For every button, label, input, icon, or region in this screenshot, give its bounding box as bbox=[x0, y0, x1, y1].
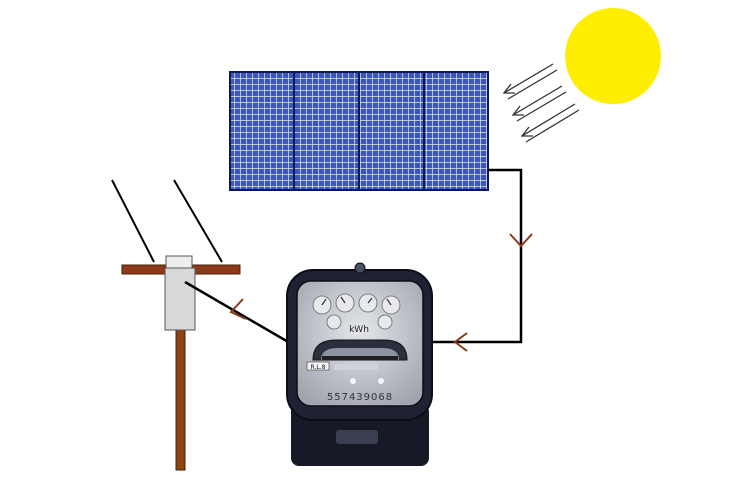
meter-rotor-disc bbox=[322, 356, 398, 360]
panel-to-meter-wire bbox=[432, 168, 523, 344]
pole-shaft bbox=[175, 319, 186, 471]
meter-unit-label: kWh bbox=[349, 325, 369, 335]
overhead-line-2 bbox=[173, 179, 223, 263]
current-flow-arrow-icon bbox=[509, 233, 533, 248]
insulator-cap bbox=[165, 255, 193, 269]
meter-screw-left bbox=[350, 378, 356, 384]
meter-rating-plate bbox=[334, 364, 378, 370]
meter-seal-screw bbox=[354, 262, 366, 274]
solar-panel-icon bbox=[229, 71, 489, 191]
sunlight-arrow-icon bbox=[520, 103, 580, 143]
overhead-line-1 bbox=[111, 179, 155, 263]
meter-screw-right bbox=[378, 378, 384, 384]
current-flow-arrow-icon bbox=[229, 298, 247, 320]
meter-tag-text: R.L.8 bbox=[311, 364, 326, 371]
pole-transformer-box bbox=[164, 267, 196, 331]
electricity-meter-icon: kWh R.L.8 557439068 bbox=[286, 262, 433, 466]
current-flow-arrow-icon bbox=[453, 332, 468, 352]
meter-to-grid-wire bbox=[184, 280, 291, 345]
sunlight-arrows bbox=[502, 63, 580, 143]
sun-icon bbox=[565, 8, 661, 104]
solar-module-4 bbox=[423, 71, 489, 191]
meter-dials bbox=[312, 293, 401, 330]
sunlight-arrow-icon bbox=[511, 85, 567, 122]
meter-terminal-cover bbox=[336, 430, 378, 444]
utility-pole-icon bbox=[111, 179, 241, 471]
meter-serial-number: 557439068 bbox=[327, 392, 393, 403]
meter-tag bbox=[306, 361, 330, 371]
sunlight-arrow-icon bbox=[502, 63, 558, 100]
